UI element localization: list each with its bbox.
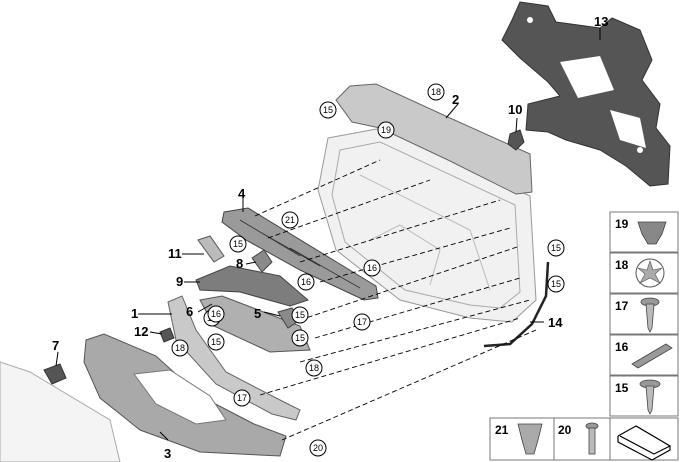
adjacent-door-fragment [0, 361, 121, 462]
legend-15-number: 15 [615, 381, 629, 395]
callout-numbers: 1 2 3 4 5 6 7 8 9 10 11 12 13 14 [52, 14, 608, 461]
circled-callout-c18c: 18 [309, 363, 319, 373]
clip-strip-icon [631, 343, 673, 369]
circled-callout-c18a-ring [427, 83, 445, 101]
circled-callout-c15f-ring [291, 329, 309, 347]
legend-17-number: 17 [615, 299, 629, 313]
circled-callout-c15a: 15 [323, 105, 333, 115]
circled-callout-c18b: 18 [175, 343, 185, 353]
circled-callout-c15f: 15 [295, 333, 305, 343]
circled-callout-c17b-ring [233, 389, 251, 407]
part-9-trim [195, 265, 309, 307]
circled-callouts: 15151515151515151616161717181818192021 [171, 83, 565, 457]
part-13-cutouts [527, 17, 646, 153]
callout-3: 3 [164, 446, 171, 461]
circled-callout-c16b-ring [297, 273, 315, 291]
part-3-recess [133, 369, 227, 425]
ppn-symbol-icon [617, 425, 672, 461]
legend-19-number: 19 [615, 217, 629, 231]
fastener-legend: 19 18 17 16 15 21 20 [489, 211, 679, 461]
callout-2: 2 [452, 92, 459, 107]
circled-callout-c17a-ring [353, 313, 371, 331]
legend-symbol-box [609, 417, 679, 461]
circled-callout-c16a: 16 [367, 263, 377, 273]
expansion-nut-icon [517, 423, 543, 455]
callout-8: 8 [236, 256, 243, 271]
legend-20-number: 20 [558, 423, 572, 437]
circled-callout-c21-ring [281, 211, 299, 229]
circled-callout-c15e: 15 [211, 337, 221, 347]
circled-callout-c15b-ring [229, 235, 247, 253]
circled-callout-c16b: 16 [301, 277, 311, 287]
circled-callout-c15b: 15 [233, 239, 243, 249]
callout-4: 4 [238, 186, 246, 201]
circled-callout-c15e-ring [207, 333, 225, 351]
circled-callout-c20: 20 [313, 443, 323, 453]
part-2-upper-trim [335, 83, 533, 195]
callout-5: 5 [254, 306, 261, 321]
circled-callout-c21: 21 [285, 215, 295, 225]
callout-9: 9 [176, 274, 183, 289]
callout-13: 13 [594, 14, 608, 29]
screw-15-shaft-icon [645, 385, 655, 415]
legend-18-number: 18 [615, 258, 629, 272]
circled-callout-c15h-ring [291, 306, 309, 324]
callout-10: 10 [508, 102, 522, 117]
clip-nut-icon [637, 221, 667, 245]
circled-callout-c15c-ring [547, 239, 565, 257]
callout-7: 7 [52, 338, 59, 353]
part-1-armrest [167, 295, 301, 421]
circled-callout-c18c-ring [305, 359, 323, 377]
part-10-clip [507, 129, 525, 151]
circled-callout-c15c: 15 [551, 243, 561, 253]
callout-14: 14 [548, 315, 563, 330]
part-12-clip [159, 327, 175, 343]
callout-11: 11 [168, 246, 182, 261]
callout-12: 12 [134, 324, 148, 339]
circled-callout-c16a-ring [363, 259, 381, 277]
circled-callout-c18a: 18 [431, 87, 441, 97]
part-7-clip [43, 363, 67, 385]
callout-1: 1 [131, 306, 138, 321]
legend-box-16 [609, 334, 679, 376]
leader-lines [55, 28, 601, 441]
circled-callout-c15d: 15 [551, 279, 561, 289]
part-8-switch [251, 249, 273, 273]
circled-callout-c15h: 15 [295, 310, 305, 320]
circled-callout-c19: 19 [381, 125, 391, 135]
circled-callout-c17a: 17 [357, 317, 367, 327]
star-washer-teeth [637, 260, 663, 284]
part-14-seal [483, 261, 550, 348]
circled-callout-c19-ring [377, 121, 395, 139]
legend-16-number: 16 [615, 340, 629, 354]
circled-callout-c16c-ring [207, 305, 225, 323]
screw-17-shaft-icon [645, 303, 655, 333]
circled-callout-c16c: 16 [211, 309, 221, 319]
circled-callout-c18b-ring [171, 339, 189, 357]
circled-callout-c20-ring [309, 439, 327, 457]
assembly-lines [254, 159, 537, 441]
circled-callout-c15a-ring [319, 101, 337, 119]
part-11-strip [197, 235, 225, 263]
callout-6: 6 [186, 304, 193, 319]
bolt-20-shaft-icon [588, 427, 596, 455]
circled-callout-c15d-ring [547, 275, 565, 293]
circled-callout-c17b: 17 [237, 393, 247, 403]
legend-box-20 [553, 417, 611, 461]
legend-21-number: 21 [495, 423, 509, 437]
